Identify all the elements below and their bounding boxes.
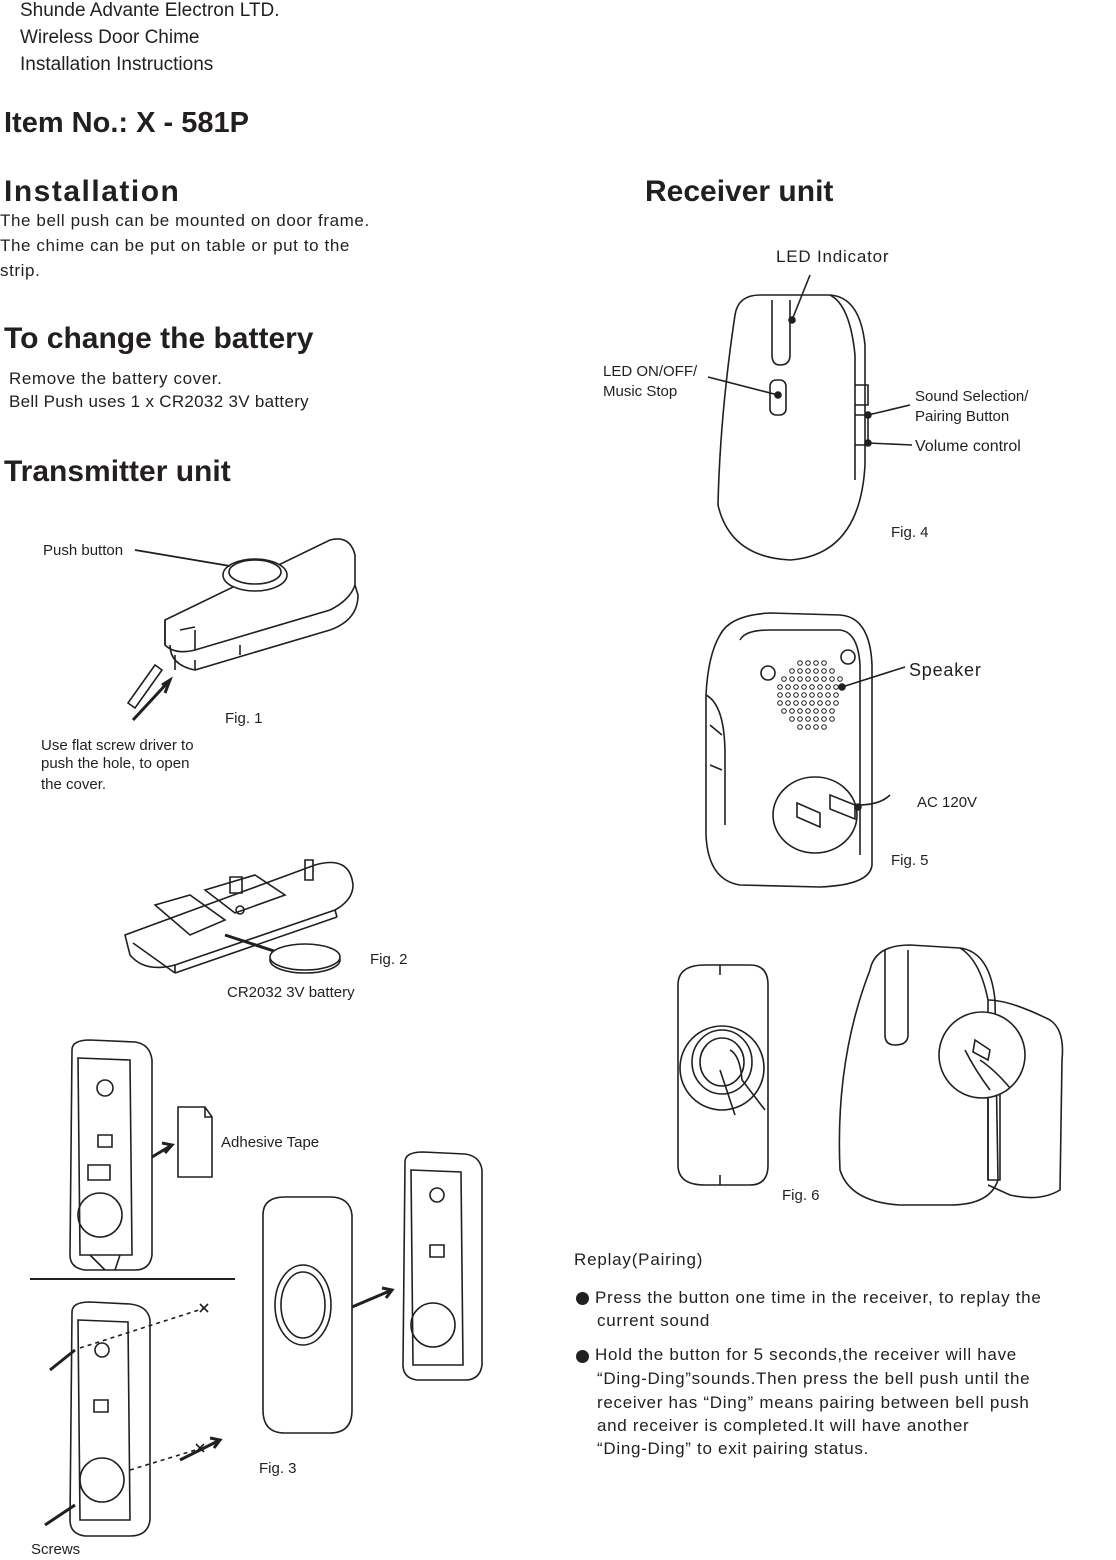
installation-line-2: The chime can be put on table or put to … — [0, 236, 350, 255]
led-onoff-line-1: LED ON/OFF/ — [603, 363, 698, 380]
installation-heading: Installation — [4, 175, 181, 208]
bullet-2-line-5: “Ding-Ding” to exit pairing status. — [597, 1439, 870, 1458]
sound-selection-line-2: Pairing Button — [915, 408, 1010, 425]
adhesive-tape-label: Adhesive Tape — [221, 1134, 320, 1151]
figure-3-top-left-base — [60, 1040, 160, 1275]
bullet-2-line-1: Hold the button for 5 seconds,the receiv… — [595, 1345, 1017, 1364]
item-number-label: Item No.: — [4, 107, 137, 139]
figure-3-right-base — [395, 1150, 490, 1385]
figure-4-caption: Fig. 4 — [891, 524, 929, 541]
installation-line-3: strip. — [0, 261, 41, 280]
bullet-2-line-2: “Ding-Ding”sounds.Then press the bell pu… — [597, 1369, 1031, 1388]
sound-selection-line-1: Sound Selection/ — [915, 388, 1029, 405]
figure-3-mount-arrow — [350, 1285, 400, 1315]
receiver-heading: Receiver unit — [645, 175, 834, 208]
battery-heading: To change the battery — [4, 322, 314, 355]
figure-5-caption: Fig. 5 — [891, 852, 929, 869]
figure-6-pairing — [670, 940, 1070, 1210]
figure-3-bell-push-front — [255, 1195, 355, 1435]
figure-4-receiver-front — [700, 265, 1060, 565]
screwdriver-line-1: Use flat screw driver to — [41, 737, 194, 754]
bullet-1-line-2: current sound — [597, 1311, 711, 1330]
item-number: Item No.: X - 581P — [4, 107, 249, 140]
screwdriver-line-3: the cover. — [41, 776, 107, 793]
battery-line-1: Remove the battery cover. — [9, 369, 223, 388]
document-type: Installation Instructions — [20, 54, 214, 75]
figure-2-battery-compartment — [115, 855, 375, 985]
figure-6-caption: Fig. 6 — [782, 1187, 820, 1204]
transmitter-heading: Transmitter unit — [4, 455, 231, 488]
bullet-2-dot — [576, 1350, 589, 1363]
figure-1-caption: Fig. 1 — [225, 710, 263, 727]
battery-type-label: CR2032 3V battery — [227, 984, 355, 1001]
bullet-2-line-3: receiver has “Ding” means pairing betwee… — [597, 1393, 1030, 1412]
volume-control-label: Volume control — [915, 438, 1021, 455]
screws-label: Screws — [31, 1541, 81, 1558]
screwdriver-line-2: push the hole, to open — [41, 755, 190, 772]
speaker-label: Speaker — [909, 660, 982, 680]
figure-3-divider — [30, 1278, 235, 1280]
push-button-leader — [135, 548, 235, 568]
installation-line-1: The bell push can be mounted on door fra… — [0, 211, 370, 230]
product-name: Wireless Door Chime — [20, 27, 200, 48]
figure-5-receiver-back — [700, 595, 1000, 895]
bullet-2-line-4: and receiver is completed.It will have a… — [597, 1416, 970, 1435]
led-onoff-line-2: Music Stop — [603, 383, 678, 400]
speaker-grille — [778, 661, 843, 730]
led-indicator-label: LED Indicator — [776, 247, 890, 266]
pairing-heading: Replay(Pairing) — [574, 1250, 704, 1269]
push-button-label: Push button — [43, 542, 124, 559]
item-number-value: X - 581P — [136, 107, 249, 139]
figure-3-caption: Fig. 3 — [259, 1460, 297, 1477]
company-name: Shunde Advante Electron LTD. — [20, 0, 280, 21]
adhesive-tape-graphic — [150, 1105, 215, 1180]
bullet-1-dot — [576, 1292, 589, 1305]
figure-1-bell-push — [100, 525, 370, 755]
figure-3-bottom-left-screws — [30, 1300, 230, 1540]
figure-2-caption: Fig. 2 — [370, 951, 408, 968]
battery-line-2: Bell Push uses 1 x CR2032 3V battery — [9, 392, 309, 411]
bullet-1-line-1: Press the button one time in the receive… — [595, 1288, 1042, 1307]
ac-power-label: AC 120V — [917, 794, 978, 811]
